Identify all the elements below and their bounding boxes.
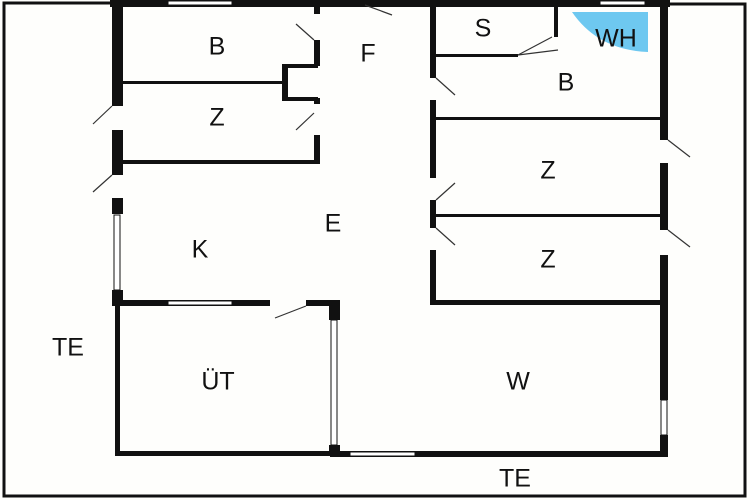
left-wall [112, 290, 123, 306]
window [660, 399, 668, 436]
closet-wall [282, 64, 318, 68]
window [113, 214, 121, 291]
room-label-utility: ÜT [201, 368, 234, 396]
room-label-room: Z [209, 104, 224, 132]
room-label-room: Z [540, 246, 555, 274]
partition-wall [123, 160, 320, 164]
partition-wall [430, 100, 436, 178]
room-label-terrace: TE [52, 334, 84, 362]
left-wall [112, 198, 123, 214]
room-label-sauna: S [475, 15, 492, 43]
partition-wall [314, 40, 320, 66]
room-label-w: W [506, 368, 530, 396]
partition-wall [436, 117, 660, 120]
room-label-bedroom: B [209, 33, 226, 61]
right-wall [660, 435, 668, 457]
partition-wall [314, 135, 320, 163]
room-label-room: Z [540, 157, 555, 185]
wh-highlight [572, 12, 648, 52]
utility-wall [115, 300, 120, 456]
window [167, 300, 233, 306]
partition-wall [430, 250, 436, 304]
bottom-wall [330, 451, 668, 457]
room-label-terrace: TE [499, 465, 531, 493]
partition-wall [430, 0, 436, 78]
room-label-kitchen: K [192, 236, 209, 264]
room-label-living: E [325, 210, 342, 238]
partition-wall [430, 300, 662, 305]
room-label-hallway: F [360, 40, 375, 68]
right-wall [660, 163, 668, 230]
partition-wall [436, 214, 660, 217]
utility-wall [329, 300, 340, 320]
utility-wall [329, 445, 340, 456]
partition-wall [123, 81, 285, 84]
room-labels: B F Z E K S WH B Z Z ÜT W TE TE [52, 15, 637, 493]
room-label-bathroom: B [558, 69, 575, 97]
window [167, 0, 233, 6]
partition-wall [554, 5, 558, 37]
left-wall [112, 130, 123, 175]
partition-wall [314, 5, 320, 14]
partition-wall [430, 200, 436, 228]
utility-wall [306, 300, 340, 306]
partition-wall [436, 54, 518, 57]
room-label-wh: WH [595, 25, 637, 53]
windows [113, 0, 668, 457]
utility-wall [115, 451, 340, 456]
left-wall [112, 0, 123, 106]
right-wall [660, 255, 668, 400]
window [330, 319, 338, 446]
right-wall [660, 0, 668, 140]
window [599, 0, 646, 6]
top-wall [110, 0, 670, 7]
closet-wall [282, 64, 288, 101]
door-swings [92, 4, 691, 319]
closet-wall [282, 97, 318, 101]
window [349, 451, 416, 457]
walls [110, 0, 670, 457]
